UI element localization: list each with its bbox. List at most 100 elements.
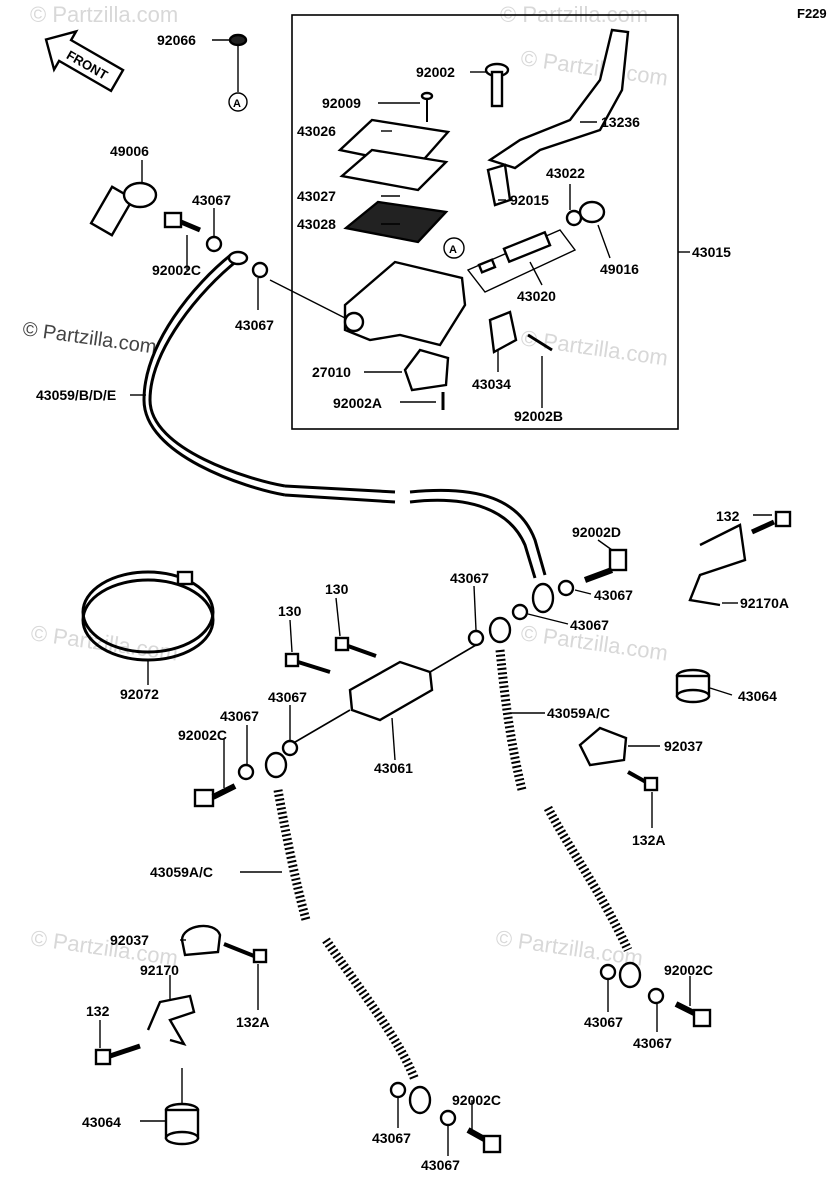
- watermark-dark: © Partzilla.com: [21, 318, 158, 359]
- part-label-43015: 43015: [692, 244, 731, 260]
- part-43067-washer: [251, 261, 269, 279]
- part-label-27010: 27010: [312, 364, 351, 380]
- part-43067-washer: [439, 1109, 457, 1127]
- ref-marker-a: A: [449, 244, 457, 256]
- part-92002c-banjo-bolt: [466, 1127, 502, 1154]
- part-49016-boot: [578, 200, 606, 224]
- part-label-92072: 92072: [120, 686, 159, 702]
- part-43067-washer: [281, 739, 299, 757]
- part-43067-washer: [205, 235, 223, 253]
- part-92002c-banjo-bolt: [163, 211, 201, 233]
- part-43067-washer: [467, 629, 485, 647]
- part-label-92009: 92009: [322, 95, 361, 111]
- part-label-92037: 92037: [664, 738, 703, 754]
- part-label-43067: 43067: [570, 617, 609, 633]
- part-label-92170: 92170: [140, 962, 179, 978]
- figure-code: F229: [797, 6, 827, 21]
- part-label-43067: 43067: [584, 1014, 623, 1030]
- part-92015-nut: [486, 163, 512, 207]
- part-label-92037: 92037: [110, 932, 149, 948]
- ref-marker-a: A: [233, 98, 241, 110]
- part-43067-washer: [599, 963, 617, 981]
- part-92037-clamp: [180, 924, 222, 957]
- part-43067-washer: [511, 603, 529, 621]
- part-92002-pivot-bolt: [484, 62, 510, 108]
- part-label-43061: 43061: [374, 760, 413, 776]
- part-label-132: 132: [86, 1003, 110, 1019]
- part-label-92002c: 92002C: [452, 1092, 501, 1108]
- part-label-92002c: 92002C: [152, 262, 201, 278]
- part-label-43028: 43028: [297, 216, 336, 232]
- part-label-43067: 43067: [235, 317, 274, 333]
- part-label-43067: 43067: [220, 708, 259, 724]
- part-92009-screw: [420, 91, 434, 122]
- part-label-92002a: 92002A: [333, 395, 382, 411]
- front-arrow-shape: [44, 29, 125, 93]
- part-43061-joint: [348, 660, 434, 722]
- front-arrow: FRONT: [44, 29, 125, 93]
- part-label-43027: 43027: [297, 188, 336, 204]
- part-label-43067: 43067: [372, 1130, 411, 1146]
- part-label-43020: 43020: [517, 288, 556, 304]
- part-label-43067: 43067: [450, 570, 489, 586]
- part-number-labels: 92066 92002 92009 43026 13236 49006 4302…: [36, 32, 789, 1173]
- part-label-130: 130: [325, 581, 349, 597]
- part-92170-clamp: [146, 994, 196, 1046]
- part-label-92066: 92066: [157, 32, 196, 48]
- part-label-43059bde: 43059/B/D/E: [36, 387, 116, 403]
- part-43020-piston-kit: [466, 229, 577, 293]
- part-label-43059ac: 43059A/C: [547, 705, 610, 721]
- part-43064-grommet: [675, 668, 711, 704]
- part-132-bolt: [94, 1043, 141, 1066]
- leader-lines: [99, 39, 772, 1156]
- watermark: © Partzilla.com: [30, 2, 178, 27]
- part-43034-clamp: [488, 310, 518, 354]
- part-label-43034: 43034: [472, 376, 511, 392]
- part-132a-bolt: [627, 770, 659, 792]
- part-label-13236: 13236: [601, 114, 640, 130]
- part-92002c-banjo-bolt: [193, 783, 237, 808]
- part-130-bolt: [284, 652, 331, 674]
- watermark: © Partzilla.com: [519, 45, 669, 90]
- part-92002d-banjo-bolt: [583, 548, 628, 583]
- part-43067-washer: [647, 987, 665, 1005]
- part-92066-cap: A: [228, 33, 248, 112]
- part-43064-grommet: [164, 1102, 200, 1146]
- part-43067-washer: [237, 763, 255, 781]
- part-132-bolt: [750, 510, 792, 535]
- part-label-92002c: 92002C: [664, 962, 713, 978]
- part-label-43059ac: 43059A/C: [150, 864, 213, 880]
- part-label-49016: 49016: [600, 261, 639, 277]
- part-43059ac-left-hose: [264, 751, 432, 1115]
- part-label-43064: 43064: [738, 688, 777, 704]
- part-49006-cap: [89, 181, 158, 237]
- part-label-43067: 43067: [633, 1035, 672, 1051]
- part-label-92002b: 92002B: [514, 408, 563, 424]
- part-92170a-clamp: [688, 523, 747, 607]
- part-43067-washer: [389, 1081, 407, 1099]
- part-label-130: 130: [278, 603, 302, 619]
- part-43028-diaphragm: [343, 200, 449, 244]
- part-label-49006: 49006: [110, 143, 149, 159]
- part-label-43067: 43067: [268, 689, 307, 705]
- part-92002c-banjo-bolt: [674, 1001, 712, 1028]
- part-label-92015: 92015: [510, 192, 549, 208]
- assembly-43015-box: [291, 14, 679, 430]
- part-13236-lever: [487, 28, 630, 170]
- part-27010-switch: [403, 348, 450, 392]
- part-92002b-bolt: [527, 333, 553, 352]
- part-132a-bolt: [223, 942, 268, 964]
- part-label-92002c: 92002C: [178, 727, 227, 743]
- part-label-132a: 132A: [632, 832, 665, 848]
- part-label-43067: 43067: [192, 192, 231, 208]
- part-label-92002: 92002: [416, 64, 455, 80]
- part-43067-washer: [557, 579, 575, 597]
- part-label-43064: 43064: [82, 1114, 121, 1130]
- part-label-43022: 43022: [546, 165, 585, 181]
- part-43027-plate: [339, 148, 449, 192]
- part-43015-master-cylinder-body: [343, 260, 467, 347]
- part-label-43067: 43067: [594, 587, 633, 603]
- part-label-132a: 132A: [236, 1014, 269, 1030]
